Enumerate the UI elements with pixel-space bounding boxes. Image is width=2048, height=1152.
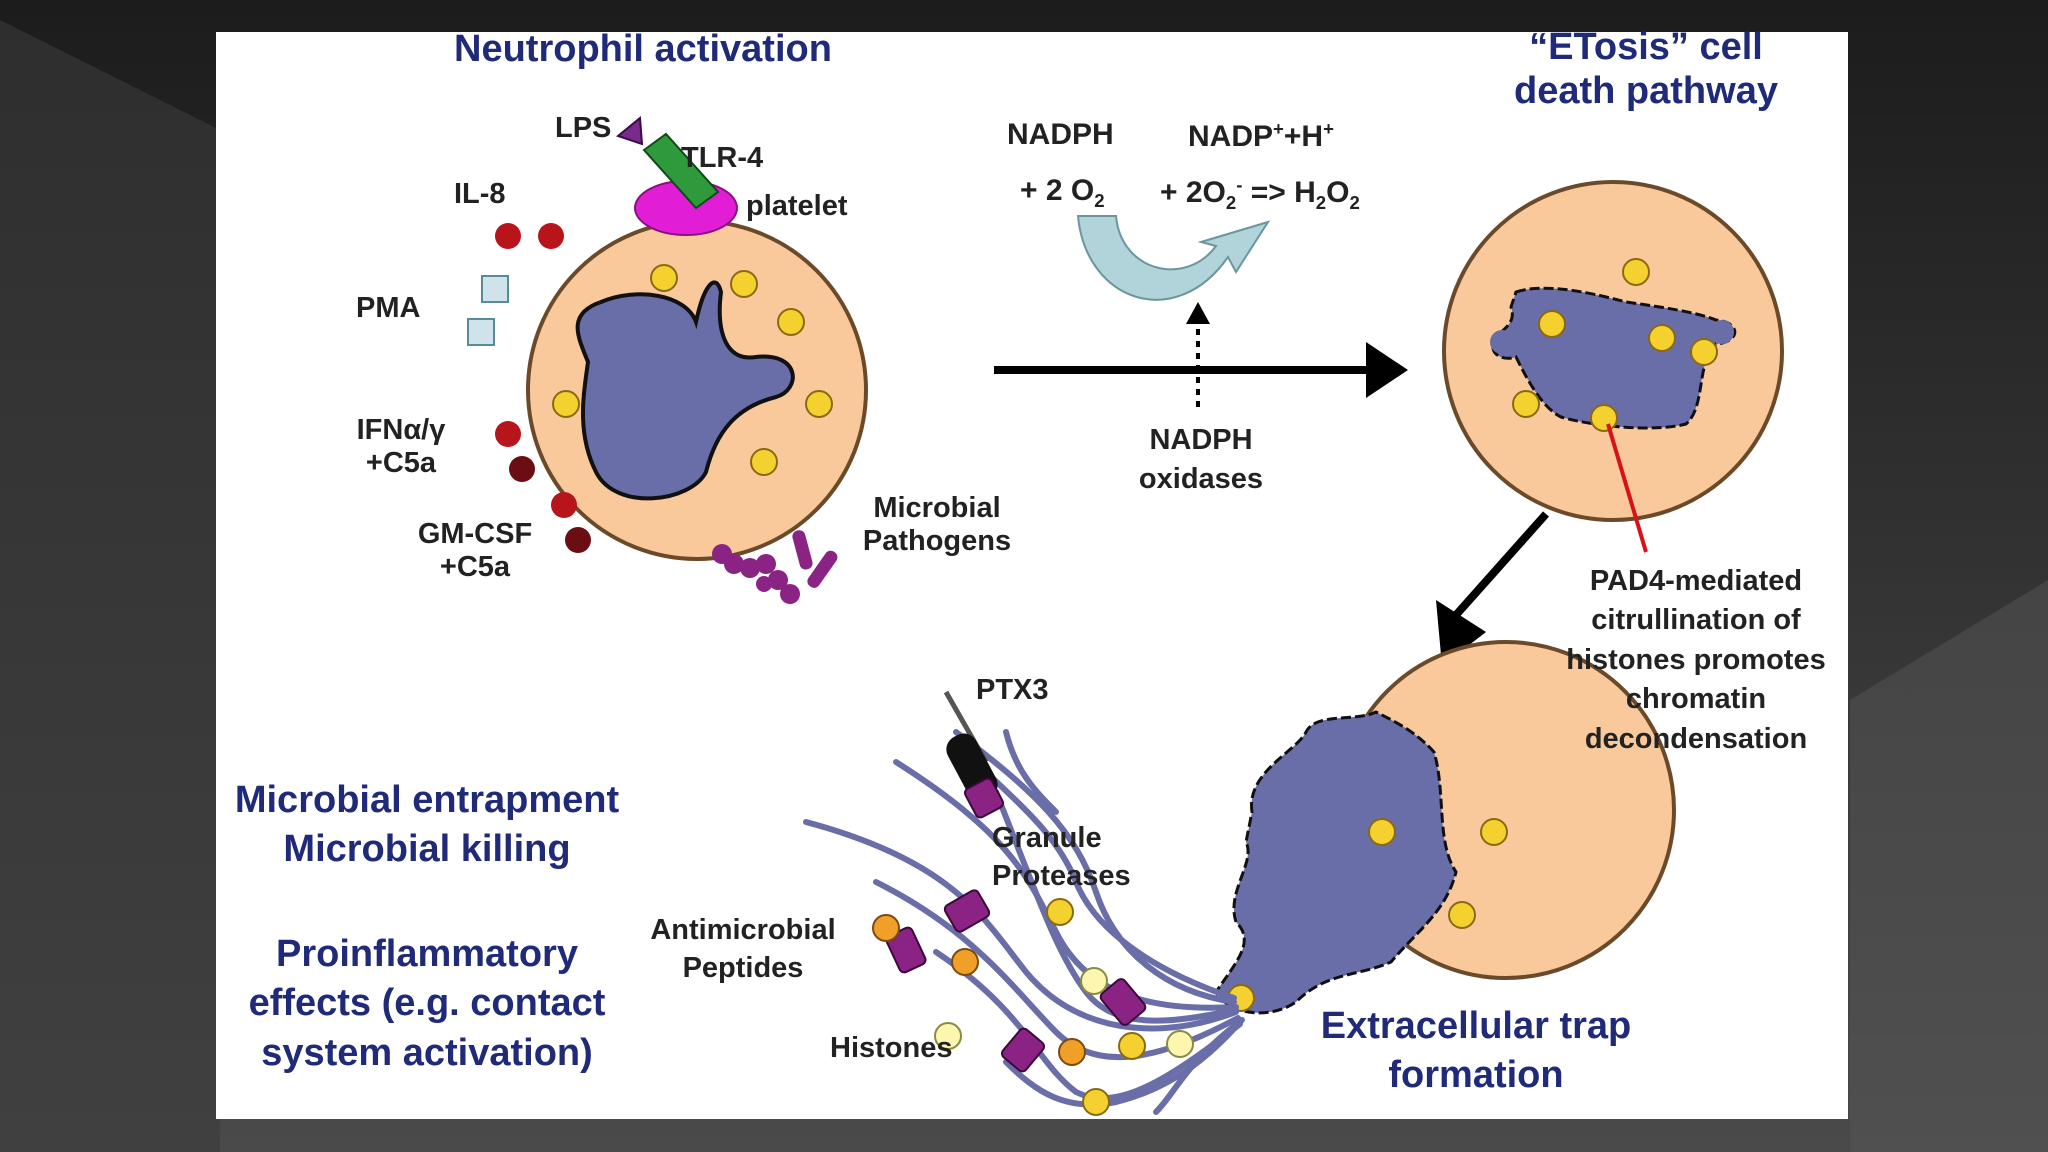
label-pad4: PAD4-mediated citrullination of histones… (1566, 565, 1826, 755)
etosis-cell (1442, 180, 1784, 522)
granule (1512, 390, 1540, 418)
granule (1622, 258, 1650, 286)
tlr4-receptor (642, 132, 720, 210)
label-platelet: platelet (746, 190, 848, 222)
reaction-o2: + 2 O2 (1020, 174, 1105, 211)
histone-dot (934, 1022, 962, 1050)
granule (750, 448, 778, 476)
pma-molecule (481, 275, 509, 303)
title-neutrophil-activation: Neutrophil activation (454, 28, 832, 70)
granule (777, 308, 805, 336)
granule (1690, 338, 1718, 366)
protease-dot (1046, 898, 1074, 926)
amp-dot (1058, 1038, 1086, 1066)
histone-dot (1166, 1030, 1194, 1058)
label-entrapment-killing: Microbial entrapment Microbial killing (234, 779, 620, 871)
label-tlr4: TLR-4 (681, 142, 764, 174)
protease-dot (1118, 1032, 1146, 1060)
amp-dot (951, 948, 979, 976)
label-nadph-oxidases: NADPH oxidases (1138, 424, 1264, 496)
title-etosis: “ETosis” cell death pathway (1514, 26, 1778, 112)
label-microbial-pathogens: Microbial Pathogens (862, 492, 1012, 558)
granule (1538, 310, 1566, 338)
antimicrobial-peptide (1099, 978, 1147, 1026)
label-pma: PMA (356, 292, 421, 324)
label-proinflammatory: Proinflammatory effects (e.g. contact sy… (248, 933, 606, 1074)
label-ptx3: PTX3 (976, 674, 1049, 706)
microbial-pathogens-shape (712, 530, 838, 604)
granule (730, 270, 758, 298)
reaction-nadph: NADPH (1007, 118, 1114, 151)
diagram-slide: Neutrophil activation “ETosis” cell deat… (216, 26, 1848, 1119)
diagram-artwork (467, 116, 1784, 1116)
histone-dot (1080, 967, 1108, 995)
granule (650, 264, 678, 292)
granule (1590, 404, 1618, 432)
il8-molecule (495, 223, 521, 249)
lps-triangle (615, 116, 644, 146)
label-histones: Histones (830, 1032, 953, 1064)
protease-dot (1082, 1088, 1110, 1116)
amp-dot (872, 914, 900, 942)
reaction-nadp: NADP++H+ (1188, 118, 1334, 153)
label-lps: LPS (555, 112, 612, 144)
lobed-nucleus (575, 280, 795, 501)
pad4-pointer-line (1606, 423, 1648, 553)
c5a-molecule (509, 456, 535, 482)
etosis-to-trap-arrow (1445, 511, 1549, 627)
reaction-curved-arrow (1076, 215, 1271, 301)
granule (1648, 324, 1676, 352)
trap-cell (1214, 640, 1676, 1015)
ptx3-base (964, 777, 1004, 819)
granule (1368, 818, 1396, 846)
granule (1448, 901, 1476, 929)
resting-neutrophil (526, 219, 868, 561)
c5a-molecule (565, 527, 591, 553)
il8-molecule (538, 223, 564, 249)
granule (552, 390, 580, 418)
pma-molecule (467, 318, 495, 346)
granule (805, 390, 833, 418)
gmcsf-molecule (551, 492, 577, 518)
trap-nucleus (1214, 710, 1458, 1015)
label-il8: IL-8 (454, 178, 506, 210)
granule (1480, 818, 1508, 846)
label-ifn-c5a: IFNα/γ +C5a (356, 414, 446, 480)
ifn-molecule (495, 421, 521, 447)
label-granule-proteases: Granule Proteases (992, 822, 1131, 892)
title-extracellular-trap: Extracellular trap formation (1320, 1005, 1632, 1097)
antimicrobial-peptide (943, 889, 991, 933)
label-gmcsf-c5a: GM-CSF +C5a (417, 518, 533, 584)
reaction-superoxide-h2o2: + 2O2- => H2O2 (1160, 174, 1360, 213)
antimicrobial-peptide (1000, 1027, 1046, 1073)
label-antimicrobial-peptides: Antimicrobial Peptides (650, 914, 836, 984)
